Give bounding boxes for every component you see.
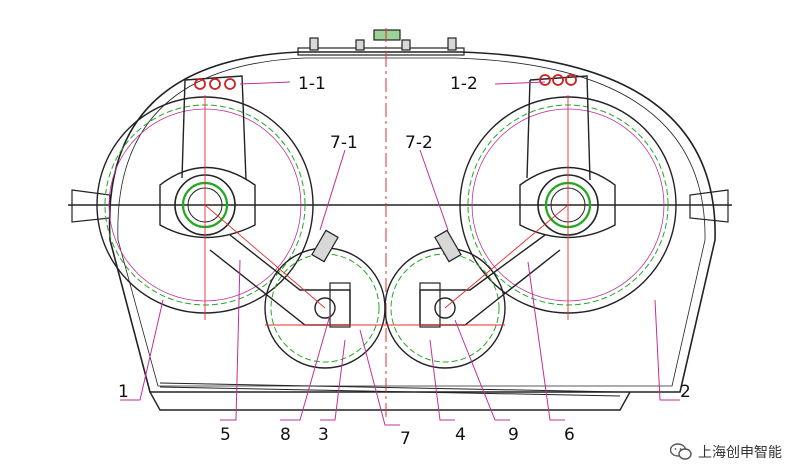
part-labels: 1-1 1-2 7-1 7-2 1 2 5 8 3 7 4 9 6 — [118, 74, 691, 449]
lid-bolts — [309, 29, 457, 51]
label-1-1: 1-1 — [298, 74, 326, 94]
label-6: 6 — [564, 425, 575, 445]
label-4: 4 — [455, 425, 466, 445]
adjust-bolts — [311, 229, 462, 263]
leader-lines — [120, 81, 680, 426]
label-9: 9 — [508, 425, 519, 445]
label-5: 5 — [220, 425, 231, 445]
label-8: 8 — [280, 425, 291, 445]
label-7: 7 — [400, 429, 411, 449]
watermark-text: 上海创申智能 — [698, 445, 782, 461]
label-2: 2 — [680, 382, 691, 402]
arms — [159, 75, 616, 328]
bolts-red — [194, 74, 577, 90]
label-7-1: 7-1 — [330, 133, 358, 153]
red-centerlines — [204, 95, 569, 326]
label-3: 3 — [318, 425, 329, 445]
label-7-2: 7-2 — [405, 133, 433, 153]
label-1: 1 — [118, 382, 129, 402]
watermark: 上海创申智能 — [670, 442, 782, 462]
wechat-icon — [670, 443, 692, 460]
label-1-2: 1-2 — [450, 74, 478, 94]
